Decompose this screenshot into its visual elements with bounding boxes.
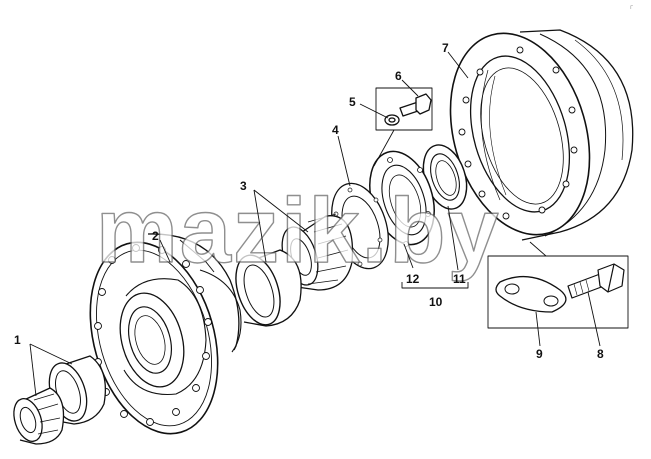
callout-7: 7 (442, 41, 449, 55)
callout-3: 3 (240, 179, 247, 193)
callout-9: 9 (536, 347, 543, 361)
roller-bearing-outer (281, 213, 354, 291)
leader-lines (29, 51, 601, 397)
wheel-hub (89, 233, 242, 435)
callout-4: 4 (332, 123, 339, 137)
lock-plate (495, 276, 567, 313)
corner-mark: г (630, 4, 633, 11)
callout-2: 2 (152, 229, 159, 243)
bearing-race-outer (235, 249, 302, 327)
callout-11: 11 (453, 272, 466, 286)
watermark-text: mazik.by (96, 180, 501, 282)
callout-5: 5 (349, 95, 356, 109)
small-bolt-washer-group (375, 87, 433, 131)
lock-plate-bolt-group (487, 241, 629, 329)
callout-12: 12 (406, 272, 420, 286)
callout-10: 10 (429, 295, 443, 309)
roller-bearing-inner (13, 387, 65, 445)
callout-1: 1 (14, 333, 21, 347)
callout-8: 8 (597, 347, 604, 361)
callout-6: 6 (395, 69, 402, 83)
brake-drum (449, 29, 634, 241)
hex-bolt (567, 263, 625, 299)
callout-labels: 1 2 3 4 5 6 7 8 9 10 11 12 (14, 41, 604, 361)
